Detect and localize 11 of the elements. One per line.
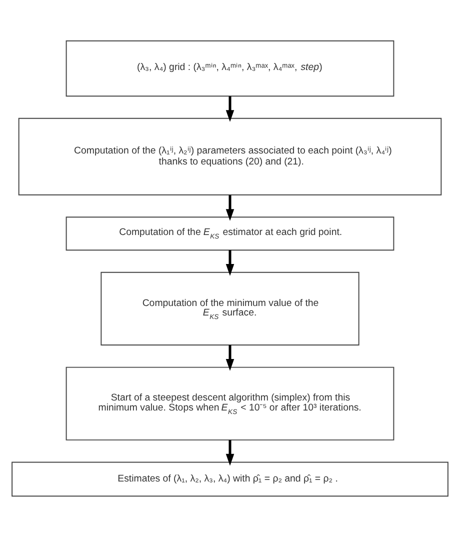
arrow [226, 96, 234, 122]
node-box: Computation of the minimum value of the E$_{KS}$ surface. [100, 271, 360, 345]
node-box: (λ₃, λ₄) grid : (λ₃ᵐⁱⁿ, λ₄ᵐⁱⁿ, λ₃ᵐᵃˣ, λ₄ᵐᵃˣ, step) [66, 40, 394, 96]
arrow [226, 250, 234, 276]
node-box: Computation of the (λ₁ⁱʲ, λ₂ⁱʲ) parameters associated to each point (λ₃ⁱʲ, λ₄ⁱʲ) thanks to equations (20) and (21). [18, 117, 442, 195]
node-box: Computation of the E$_{KS}$ estimator at each grid point. [66, 216, 394, 250]
arrow [226, 194, 234, 220]
node-box: Start of a steepest descent algorithm (simplex) from this minimum value. Stops when E$_{KS}$ < 10⁻⁵ or after 10³ iterations. [66, 366, 394, 440]
node-box: Estimates of (λ₁, λ₂, λ₃, λ₄) with ρ̂₁ = ρ₂ and ρ̂₁ = ρ₂ . [12, 461, 448, 496]
arrow [226, 344, 234, 370]
arrow [226, 440, 234, 466]
